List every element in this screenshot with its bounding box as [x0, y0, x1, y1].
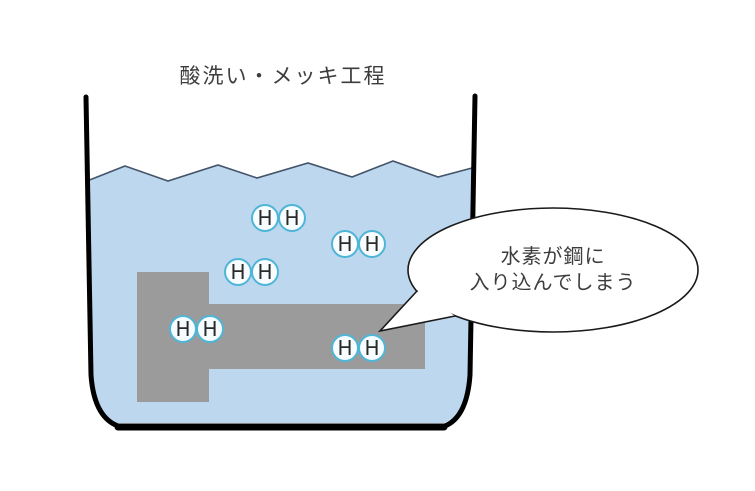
speech-bubble-tail: [377, 290, 456, 333]
hydrogen-atom: H: [358, 334, 386, 362]
hydrogen-atom: H: [251, 204, 279, 232]
diagram-title: 酸洗い・メッキ工程: [179, 64, 387, 88]
hydrogen-atom: H: [169, 315, 197, 343]
speech-bubble-ellipse: [407, 207, 699, 333]
speech-bubble-line-2: 入り込んでしまう: [469, 270, 637, 294]
speech-bubble-line-1: 水素が鋼に: [500, 244, 606, 268]
hydrogen-atom: H: [278, 204, 306, 232]
hydrogen-atom: H: [196, 315, 224, 343]
hydrogen-atom: H: [251, 258, 279, 286]
hydrogen-atom: H: [358, 230, 386, 258]
water-surface-line: [86, 160, 473, 182]
speech-bubble-text: 水素が鋼に 入り込んでしまう: [408, 243, 698, 295]
steel-part: [137, 272, 425, 402]
